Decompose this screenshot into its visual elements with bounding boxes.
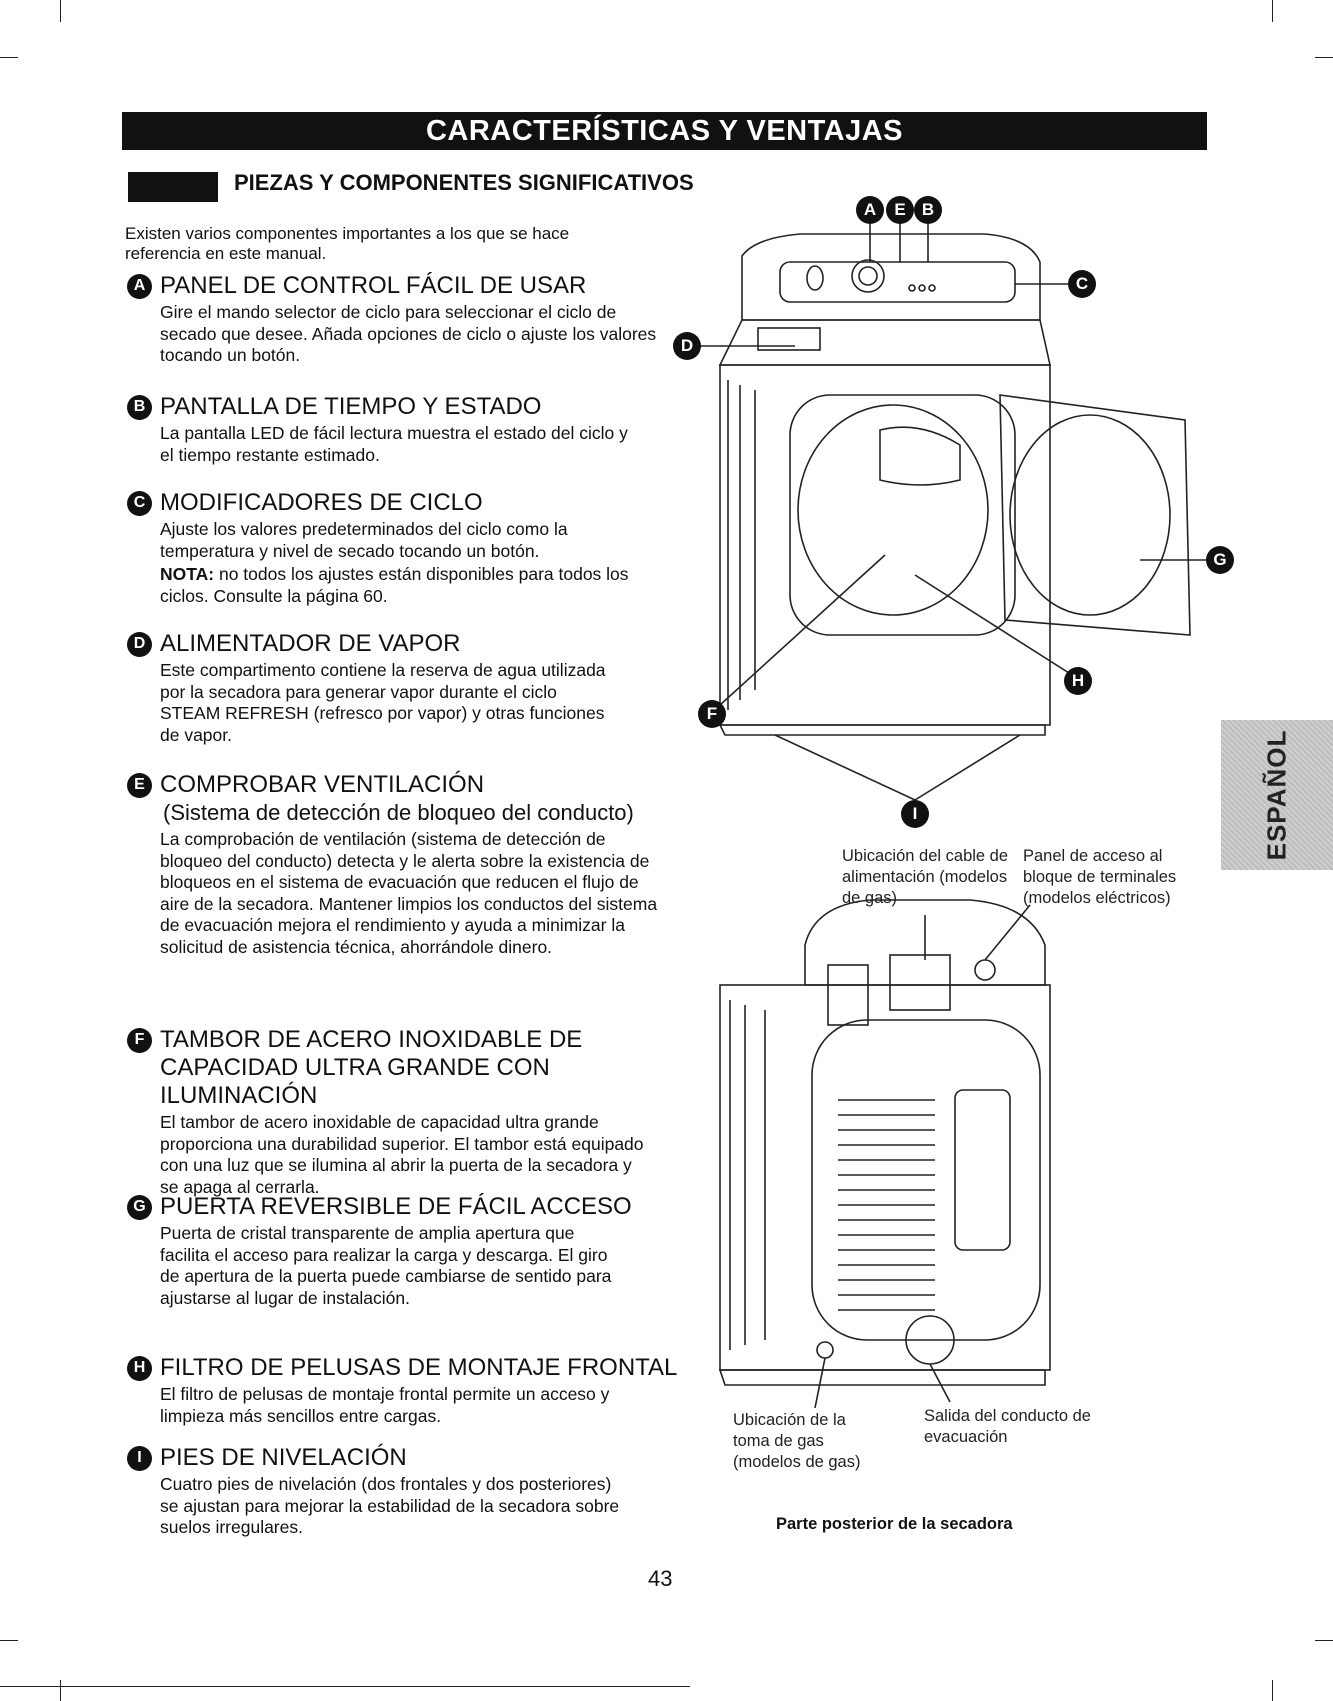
section-marker [128, 172, 218, 202]
section-d: D ALIMENTADOR DE VAPOR Este compartimento… [127, 630, 697, 746]
section-f-subtitle: CAPACIDAD ULTRA GRANDE CON ILUMINACIÓN [160, 1054, 550, 1109]
callout-d: D [673, 332, 701, 360]
label-f-badge: F [127, 1027, 152, 1053]
section-f-body: El tambor de acero inoxidable de capacid… [160, 1112, 644, 1197]
crop-mark [60, 1680, 61, 1701]
rear-view-title: Parte posterior de la secadora [776, 1515, 1013, 1533]
label-g-badge: G [127, 1194, 152, 1220]
section-i: I PIES DE NIVELACIÓN Cuatro pies de nivel… [127, 1444, 697, 1539]
note-text: no todos los ajustes están disponibles p… [160, 564, 629, 606]
label-h-badge: H [127, 1355, 152, 1381]
section-title: PIEZAS Y COMPONENTES SIGNIFICATIVOS [234, 170, 694, 195]
section-d-title: ALIMENTADOR DE VAPOR [160, 630, 461, 657]
section-e: E COMPROBAR VENTILACIÓN (Sistema de detec… [127, 771, 697, 958]
caption-gas-inlet: Ubicación de la toma de gas (modelos de … [733, 1411, 861, 1471]
section-b-title: PANTALLA DE TIEMPO Y ESTADO [160, 393, 542, 420]
section-c-text: Ajuste los valores predeterminados del c… [160, 519, 568, 561]
section-i-title: PIES DE NIVELACIÓN [160, 1444, 407, 1471]
callout-a: A [856, 196, 884, 224]
section-e-subtitle: (Sistema de detección de bloqueo del con… [163, 800, 634, 825]
section-c-note: NOTA: no todos los ajustes están disponi… [160, 564, 660, 607]
dryer-front-illustration [700, 210, 1218, 801]
page-title: CARACTERÍSTICAS Y VENTAJAS [122, 112, 1207, 150]
section-d-body: Este compartimento contiene la reserva d… [160, 660, 606, 745]
label-d-badge: D [127, 631, 152, 657]
section-i-body: Cuatro pies de nivelación (dos frontales… [160, 1474, 620, 1537]
section-c-body: Ajuste los valores predeterminados del c… [160, 519, 660, 607]
section-h: H FILTRO DE PELUSAS DE MONTAJE FRONTAL El… [127, 1354, 697, 1427]
section-e-body: La comprobación de ventilación (sistema … [160, 829, 658, 957]
crop-mark [0, 57, 18, 58]
callout-e: E [886, 196, 914, 224]
bottom-rule [0, 1686, 690, 1687]
crop-mark [0, 1640, 18, 1641]
section-f-title: TAMBOR DE ACERO INOXIDABLE DE [160, 1026, 583, 1053]
intro-text: Existen varios componentes importantes a… [125, 224, 570, 263]
section-h-title: FILTRO DE PELUSAS DE MONTAJE FRONTAL [160, 1354, 678, 1381]
section-b-body: La pantalla LED de fácil lectura muestra… [160, 423, 628, 465]
crop-mark [1315, 57, 1333, 58]
caption-exhaust: Salida del conducto de evacuación [924, 1407, 1091, 1446]
section-b: B PANTALLA DE TIEMPO Y ESTADO La pantalla… [127, 393, 697, 466]
section-e-title: COMPROBAR VENTILACIÓN [160, 771, 485, 798]
section-h-body: El filtro de pelusas de montaje frontal … [160, 1384, 610, 1426]
label-c-badge: C [127, 490, 152, 516]
section-c: C MODIFICADORES DE CICLO Ajuste los valor… [127, 489, 697, 607]
caption-power-cable: Ubicación del cable de alimentación (mod… [842, 847, 1009, 907]
section-a-body: Gire el mando selector de ciclo para sel… [160, 302, 657, 365]
callout-i: I [901, 800, 929, 828]
page-number: 43 [648, 1566, 673, 1591]
section-f: F TAMBOR DE ACERO INOXIDABLE DE CAPACIDAD… [127, 1026, 697, 1198]
callout-h: H [1064, 667, 1092, 695]
callout-g: G [1206, 546, 1234, 574]
label-a-badge: A [127, 273, 152, 299]
crop-mark [1272, 1680, 1273, 1701]
label-e-badge: E [127, 772, 152, 798]
language-tab: ESPAÑOL [1221, 720, 1333, 870]
callout-b: B [914, 196, 942, 224]
section-g: G PUERTA REVERSIBLE DE FÁCIL ACCESO Puert… [127, 1193, 697, 1309]
section-g-body: Puerta de cristal transparente de amplia… [160, 1223, 612, 1308]
section-a: A PANEL DE CONTROL FÁCIL DE USAR Gire el … [127, 272, 697, 367]
crop-mark [1272, 0, 1273, 22]
section-c-title: MODIFICADORES DE CICLO [160, 489, 483, 516]
note-label: NOTA: [160, 564, 215, 584]
section-a-title: PANEL DE CONTROL FÁCIL DE USAR [160, 272, 587, 299]
section-g-title: PUERTA REVERSIBLE DE FÁCIL ACCESO [160, 1193, 632, 1220]
crop-mark [60, 0, 61, 22]
callout-f: F [698, 700, 726, 728]
dryer-rear-illustration [718, 899, 1051, 1409]
language-tab-label: ESPAÑOL [1261, 729, 1292, 861]
caption-terminal-panel: Panel de acceso al bloque de terminales … [1023, 847, 1177, 907]
crop-mark [1315, 1640, 1333, 1641]
callout-c: C [1068, 270, 1096, 298]
label-b-badge: B [127, 394, 152, 420]
label-i-badge: I [127, 1445, 152, 1471]
